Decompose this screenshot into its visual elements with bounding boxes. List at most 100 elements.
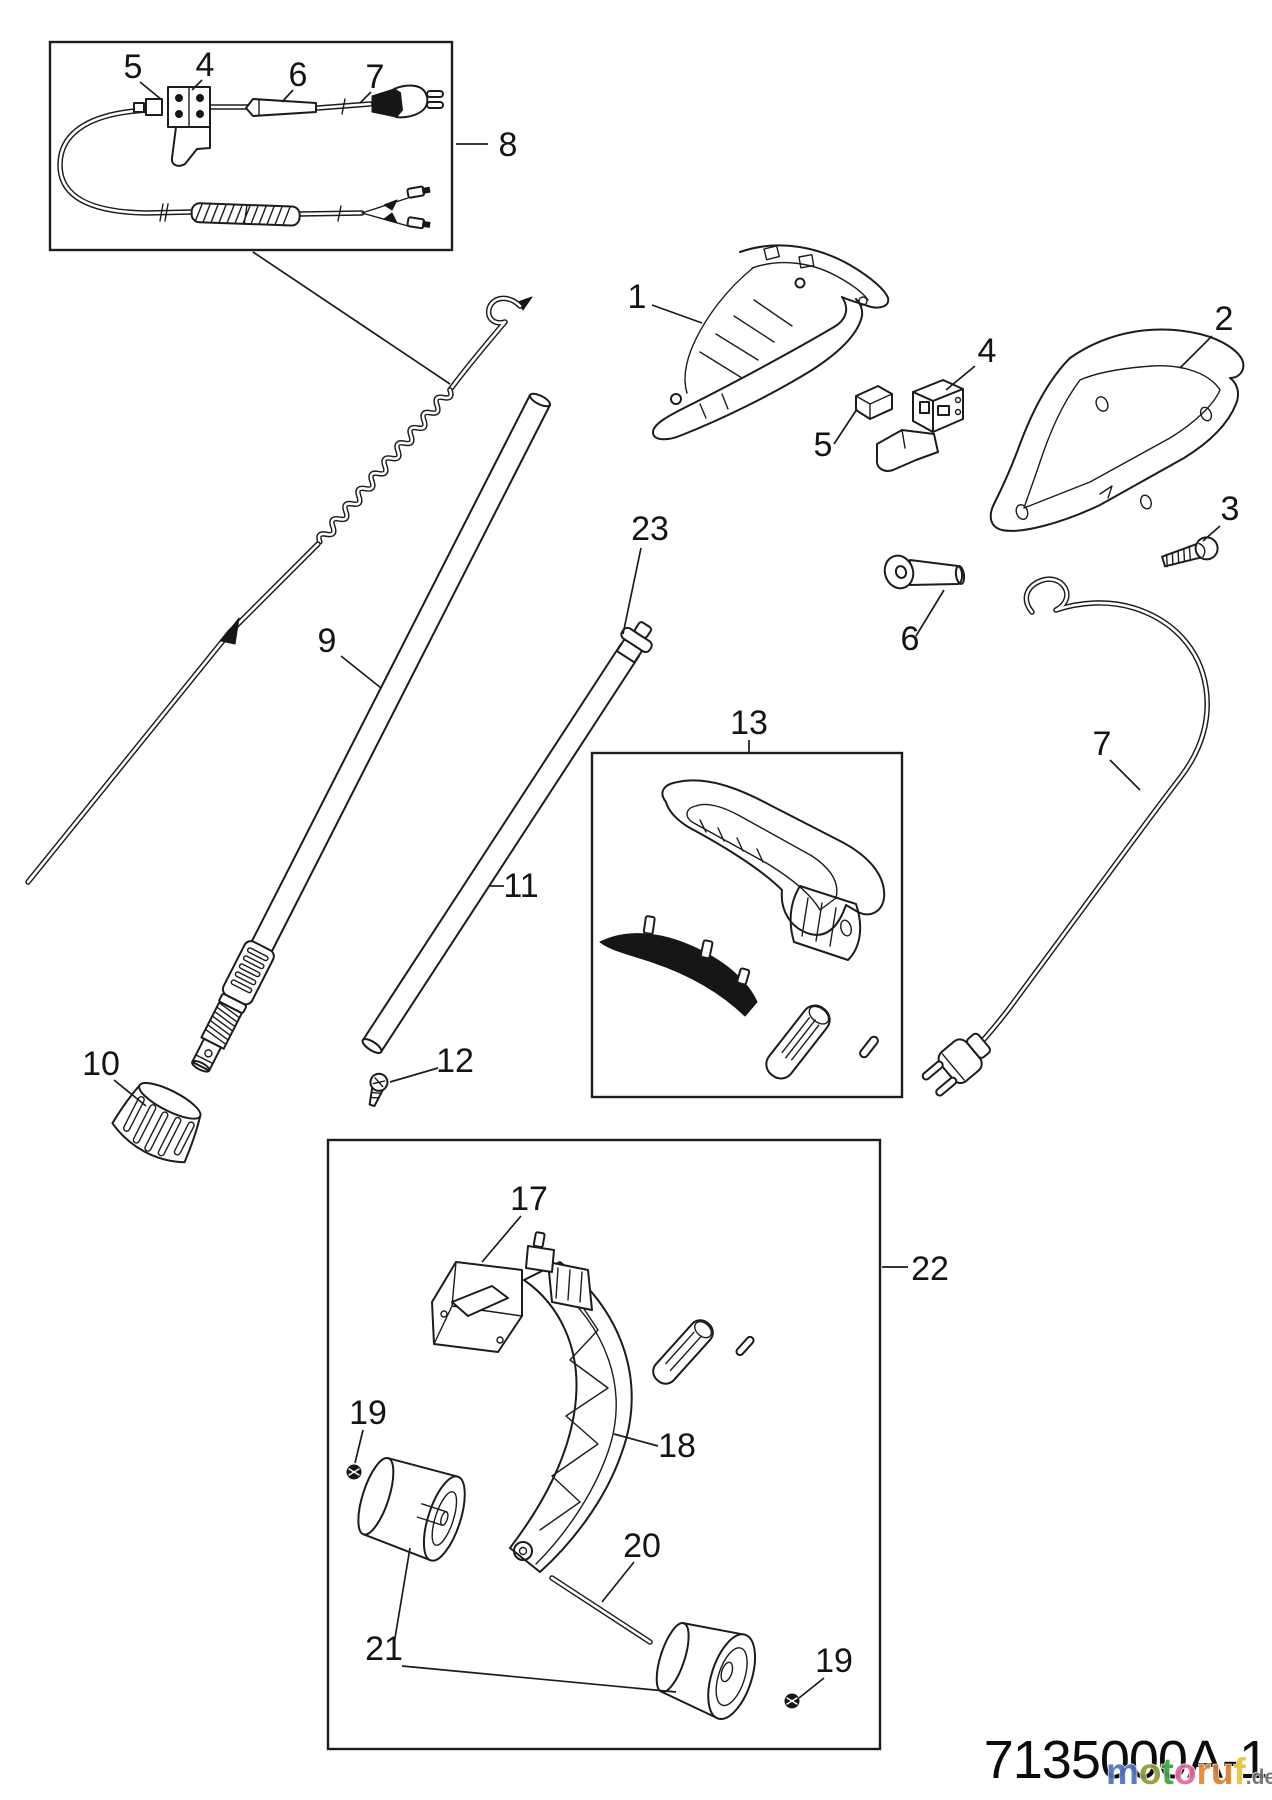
callout-2: 2 (1179, 300, 1234, 369)
callout-main-4-label: 4 (978, 332, 997, 370)
callout-18: 18 (613, 1427, 696, 1465)
callout-11-label: 11 (503, 867, 538, 905)
watermark-tld: .de (1246, 1766, 1272, 1789)
clamp-sleeve (765, 1004, 831, 1080)
callout-21: 21 (365, 1547, 677, 1693)
internal-wire-harness (28, 297, 533, 882)
callout-19b-label: 19 (815, 1642, 853, 1680)
callout-2-label: 2 (1215, 300, 1234, 338)
switch-block-inset (167, 86, 211, 167)
callout-inset-7-label: 7 (366, 58, 385, 96)
trigger-4-main (875, 429, 939, 472)
power-cable-7: 7 (921, 579, 1207, 1097)
knob-10 (111, 1082, 202, 1164)
callout-11: 11 (489, 867, 539, 905)
callout-19a-label: 19 (349, 1394, 387, 1432)
callout-1: 1 (628, 278, 703, 324)
callout-inset-7: 7 (359, 58, 385, 104)
wire-direction-arrow (220, 617, 240, 645)
callout-main-7-label: 7 (1093, 725, 1112, 763)
rod-20 (552, 1578, 650, 1642)
cord-clamp-connector (133, 98, 163, 116)
pin-6-main: 6 (883, 554, 966, 658)
callout-13: 13 (730, 704, 768, 753)
callout-12-label: 12 (436, 1042, 474, 1080)
watermark-letter: o (1174, 1751, 1197, 1792)
callout-21-label: 21 (365, 1630, 403, 1668)
bracket-17 (431, 1261, 523, 1353)
handle-clamp-base (789, 885, 862, 961)
detail-box-22: 17 18 19 (326, 1138, 949, 1751)
handle-housing-left-1: 1 (628, 244, 890, 441)
roller-21b (655, 1622, 757, 1720)
callout-12: 12 (389, 1042, 474, 1083)
aux-handle-loop (661, 779, 886, 961)
callout-3: 3 (1202, 490, 1240, 542)
callout-main-7: 7 (1093, 725, 1141, 791)
screw-3 (1161, 536, 1219, 568)
callout-10-label: 10 (82, 1045, 120, 1083)
callout-inset-5: 5 (124, 48, 163, 101)
callout-main-4: 4 (945, 332, 997, 391)
callout-23: 23 (622, 510, 669, 635)
callout-20-label: 20 (623, 1527, 661, 1565)
callout-inset-4-label: 4 (196, 46, 215, 84)
callout-22-label: 22 (911, 1250, 949, 1288)
detail-box-13: 13 (590, 704, 904, 1099)
callout-19b: 19 (798, 1642, 853, 1699)
box-13-frame (590, 751, 904, 1099)
callout-inset-4: 4 (191, 46, 215, 91)
trigger-lever-inset (170, 126, 211, 167)
box-22-frame (326, 1138, 882, 1751)
inset-cord-assembly: 5 4 6 7 8 (48, 40, 517, 385)
callout-3-label: 3 (1221, 490, 1240, 528)
callout-20: 20 (601, 1527, 661, 1603)
inset-detail-leader (252, 251, 451, 385)
callout-13-label: 13 (730, 704, 768, 742)
callout-9: 9 (318, 622, 382, 689)
coil-wrap-inset (190, 202, 301, 227)
callout-17: 17 (481, 1180, 548, 1263)
callout-main-5: 5 (814, 408, 858, 464)
shaft-coupler (191, 940, 275, 1073)
spacer-sleeve (652, 1319, 714, 1385)
clamp-pin (859, 1035, 879, 1059)
guard-clamp-blocks (525, 1231, 593, 1311)
drawing-number: 7135000A-1 (984, 1730, 1268, 1790)
tube-cap-23 (615, 621, 653, 664)
handle-housing-right-2: 2 (989, 300, 1245, 532)
power-plug-inset (371, 84, 444, 119)
handle-clamp-plate (599, 915, 758, 1017)
callout-19a: 19 (349, 1394, 387, 1464)
callout-inset-5-label: 5 (124, 48, 143, 86)
block-5-main: 5 (814, 385, 893, 464)
callout-17-label: 17 (510, 1180, 548, 1218)
cord-runs (60, 98, 370, 222)
watermark-logo: motoruf.de (1106, 1751, 1272, 1792)
screw-12 (368, 1072, 389, 1108)
inset-box-frame (48, 40, 454, 252)
switch-4-main: 4 (875, 332, 997, 472)
callout-10: 10 (82, 1045, 147, 1107)
watermark-letter: r (1196, 1751, 1210, 1792)
upper-boom-tube-9: 9 10 12 (82, 392, 551, 1164)
watermark-letter: m (1106, 1751, 1139, 1792)
spacer-pin (735, 1335, 755, 1357)
callout-inset-6: 6 (281, 56, 308, 103)
power-plug-main (921, 1032, 991, 1097)
callout-18-label: 18 (658, 1427, 696, 1465)
callout-8: 8 (456, 126, 517, 164)
watermark-letter: u (1211, 1751, 1234, 1792)
watermark-letter: t (1162, 1751, 1174, 1792)
callout-main-6-label: 6 (901, 620, 920, 658)
callout-inset-6-label: 6 (289, 56, 308, 94)
guard-crescent-18 (509, 1231, 633, 1573)
callout-1-label: 1 (628, 278, 647, 316)
callout-8-label: 8 (499, 126, 518, 164)
watermark-letter: f (1233, 1751, 1246, 1792)
watermark-letter: o (1139, 1751, 1162, 1792)
callout-main-5-label: 5 (814, 426, 833, 464)
callout-22: 22 (882, 1250, 949, 1288)
cord-guard-inset (245, 98, 317, 117)
